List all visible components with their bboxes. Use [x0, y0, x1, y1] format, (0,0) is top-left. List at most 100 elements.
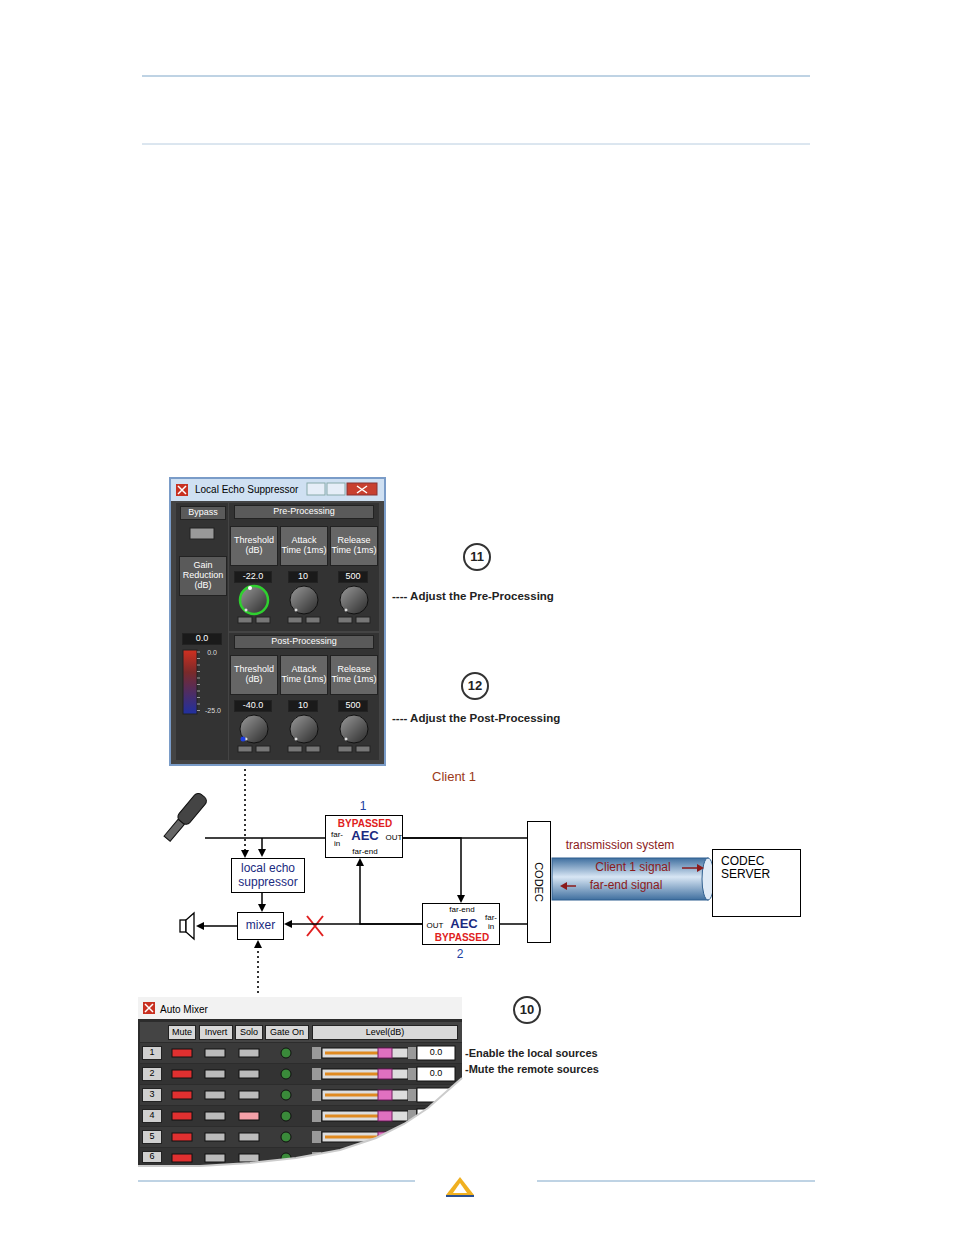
- node-text: Mute: [168, 1025, 196, 1040]
- arrowhead: [254, 940, 262, 948]
- mixer-row: [140, 1127, 462, 1147]
- wire-line: [257, 946, 259, 993]
- node-text: 4: [142, 1109, 162, 1123]
- slider-knob: [378, 1090, 392, 1100]
- annotation: ---- Adjust the Post-Processing: [392, 712, 560, 726]
- arrowhead: [457, 895, 465, 903]
- gate-led: [281, 1111, 291, 1121]
- invert-button: [205, 1133, 225, 1141]
- slider-track: [322, 1090, 408, 1100]
- knob-marker: [248, 586, 252, 590]
- node-text: OUT: [384, 832, 404, 844]
- slider-fill: [325, 1157, 378, 1160]
- slider-knob: [378, 1153, 392, 1163]
- solo-button: [239, 1133, 259, 1141]
- process-box: local echo suppressor: [231, 858, 305, 893]
- slider-knob: [378, 1111, 392, 1121]
- solo-button: [239, 1112, 259, 1120]
- node-text: 10: [288, 571, 318, 583]
- knob-dot: [345, 738, 348, 741]
- node-text: mixer: [238, 913, 283, 939]
- aec-box: 1BYPASSEDAECfar- inOUTfar-end: [325, 815, 403, 858]
- client-label: Client 1: [432, 769, 476, 785]
- gate-led: [281, 1048, 291, 1058]
- knob-dot: [345, 609, 348, 612]
- annotation: ---- Adjust the Pre-Processing: [392, 590, 554, 604]
- node-text: Pre-Processing: [234, 505, 374, 519]
- solo-button: [239, 1049, 259, 1057]
- mute-button: [172, 1133, 192, 1141]
- knob-button: [238, 617, 252, 623]
- solo-button: [239, 1070, 259, 1078]
- slider-fill: [325, 1115, 378, 1118]
- node-text: Threshold (dB): [230, 526, 278, 566]
- callout-number: 11: [464, 549, 490, 565]
- knob-dot: [295, 738, 298, 741]
- codec-box: CODEC: [527, 821, 551, 943]
- slider-arrow: [408, 1131, 416, 1143]
- gate-led: [281, 1132, 291, 1142]
- mute-button: [172, 1049, 192, 1057]
- gate-led: [281, 1069, 291, 1079]
- node-text: far-end: [441, 905, 483, 916]
- invert-button: [205, 1112, 225, 1120]
- node-text: 5: [142, 1130, 162, 1144]
- node-text: 500: [338, 700, 368, 712]
- signal-wire: [356, 858, 422, 924]
- node-text: far-end signal: [578, 878, 674, 893]
- knob-button: [306, 746, 320, 752]
- meter-tick: [197, 665, 200, 666]
- knob-button: [238, 746, 252, 752]
- knob-button: [338, 617, 352, 623]
- mixer-window: Auto MixerMuteInvertSoloGate OnLevel(dB)…: [138, 997, 462, 1165]
- knob-button: [356, 746, 370, 752]
- slider-arrow: [408, 1068, 416, 1080]
- knob: [340, 586, 368, 614]
- knob-button: [306, 617, 320, 623]
- knob-button: [338, 746, 352, 752]
- plugin-window: Local Echo SuppressorBypassGain Reductio…: [170, 478, 385, 765]
- knob-button: [256, 617, 270, 623]
- node-text: Bypass: [180, 506, 226, 520]
- meter-tick: [197, 671, 200, 672]
- mute-button: [172, 1091, 192, 1099]
- value-box: [417, 1046, 455, 1060]
- wire-line: [360, 864, 422, 924]
- meter-tick: [197, 710, 200, 711]
- node-text: far-end: [344, 847, 386, 858]
- node-text: 6: [142, 1151, 162, 1163]
- node-text: BYPASSED: [329, 817, 401, 829]
- slider-fill: [325, 1094, 378, 1097]
- node-text: 0.0: [182, 633, 222, 645]
- slider-track: [322, 1111, 408, 1121]
- slider-track: [322, 1048, 408, 1058]
- value-box: [417, 1151, 455, 1165]
- dotted-pointer: [241, 769, 249, 858]
- node-text: 0.0: [418, 1046, 454, 1060]
- mixer-row: [140, 1106, 462, 1126]
- node-text: local echo suppressor: [232, 859, 304, 892]
- invert-button: [205, 1070, 225, 1078]
- node-text: 1: [356, 800, 370, 814]
- signal-wire: [403, 838, 465, 903]
- node-text: -22.0: [234, 571, 272, 583]
- knob-marker: [241, 737, 246, 742]
- annotation: -Enable the local sources: [465, 1047, 598, 1060]
- value-box: [417, 1130, 455, 1144]
- knob-dot: [295, 609, 298, 612]
- knob-button: [256, 746, 270, 752]
- callout-number: 12: [462, 678, 488, 694]
- node-text: far- in: [327, 830, 347, 850]
- node-text: Solo: [235, 1025, 263, 1040]
- slider-arrow: [408, 1152, 416, 1164]
- node-text: Gate On: [265, 1025, 309, 1040]
- knob: [340, 715, 368, 743]
- slider-arrow: [408, 1047, 416, 1059]
- node-text: Local Echo Suppressor: [195, 482, 345, 496]
- slider-fill: [325, 1136, 378, 1139]
- slider-arrow: [312, 1110, 321, 1122]
- arrowhead: [241, 850, 249, 858]
- node-text: far- in: [481, 913, 501, 933]
- node-text: 500: [338, 571, 368, 583]
